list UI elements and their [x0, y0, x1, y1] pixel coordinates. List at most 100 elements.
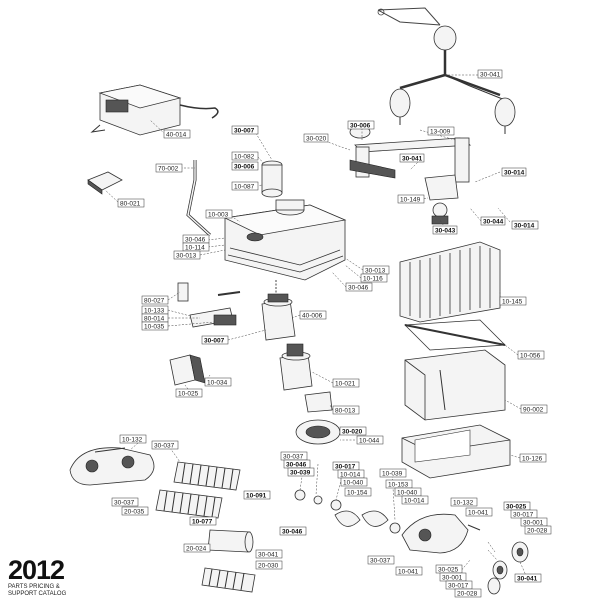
svg-text:10-126: 10-126 — [522, 456, 543, 463]
callout-30-006-b: 30-006 — [231, 161, 259, 171]
callout-10-077: 10-077 — [189, 516, 217, 526]
svg-text:10-087: 10-087 — [234, 184, 255, 191]
callout-30-039-a: 30-039 — [287, 467, 315, 477]
callout-30-041-b: 30-041 — [399, 153, 425, 163]
svg-text:30-044: 30-044 — [483, 219, 504, 226]
brush-roller-3 — [201, 567, 256, 593]
svg-text:10-132: 10-132 — [122, 437, 143, 444]
callout-30-013-b: 30-013 — [362, 265, 390, 275]
callout-30-020-a: 30-020 — [303, 133, 329, 143]
callout-30-046-c: 30-046 — [283, 459, 311, 469]
callout-30-041-caddy: 30-041 — [477, 69, 503, 79]
callout-30-017-c: 30-017 — [445, 580, 473, 590]
callout-30-041-d: 30-041 — [255, 549, 283, 559]
pump-motor — [261, 280, 296, 341]
callout-10-025: 10-025 — [175, 388, 203, 398]
callout-20-035: 20-035 — [121, 506, 149, 516]
svg-text:10-044: 10-044 — [359, 438, 380, 445]
callout-30-037-b: 30-037 — [280, 451, 308, 461]
svg-text:30-007: 30-007 — [204, 338, 225, 345]
callout-30-041-c: 30-041 — [514, 573, 542, 583]
svg-text:80-027: 80-027 — [144, 298, 165, 305]
callout-30-014-a: 30-014 — [501, 167, 527, 177]
svg-text:80-021: 80-021 — [120, 201, 141, 208]
svg-text:10-040: 10-040 — [397, 490, 418, 497]
callout-10-041-a: 10-041 — [465, 507, 493, 517]
remote-part — [87, 171, 123, 195]
callout-30-037-d: 30-037 — [367, 555, 395, 565]
callout-30-001-b: 30-001 — [439, 572, 467, 582]
callout-40-006: 40-006 — [299, 310, 327, 320]
svg-text:10-153: 10-153 — [388, 482, 409, 489]
callout-10-040-a: 10-040 — [340, 477, 368, 487]
svg-text:30-001: 30-001 — [523, 520, 544, 527]
svg-text:30-014: 30-014 — [514, 223, 535, 230]
svg-text:30-037: 30-037 — [154, 443, 175, 450]
svg-text:30-017: 30-017 — [448, 583, 469, 590]
svg-text:30-017: 30-017 — [513, 512, 534, 519]
svg-text:30-039: 30-039 — [290, 470, 311, 477]
svg-text:10-114: 10-114 — [185, 245, 205, 252]
svg-text:10-041: 10-041 — [468, 510, 489, 517]
svg-text:10-082: 10-082 — [234, 154, 255, 161]
handle-rod — [186, 160, 212, 237]
callout-10-133: 10-133 — [141, 305, 169, 315]
filter-cage — [399, 241, 501, 323]
callout-10-014-b: 10-014 — [401, 495, 429, 505]
callout-10-040-b: 10-040 — [394, 487, 422, 497]
callout-10-014-a: 10-014 — [337, 469, 365, 479]
svg-text:30-007: 30-007 — [234, 128, 255, 135]
catalog-subtitle-line1: PARTS PRICING & — [8, 584, 60, 590]
svg-text:20-035: 20-035 — [124, 509, 145, 516]
callout-20-024: 20-024 — [183, 543, 211, 553]
svg-text:10-116: 10-116 — [363, 276, 383, 283]
svg-text:30-046: 30-046 — [185, 237, 206, 244]
svg-text:10-014: 10-014 — [340, 472, 361, 479]
callout-30-006-a: 30-006 — [347, 120, 375, 130]
svg-text:30-041: 30-041 — [517, 576, 538, 583]
callout-30-007-a: 30-007 — [231, 125, 259, 135]
brush-roller-2 — [155, 489, 223, 519]
svg-text:10-040: 10-040 — [343, 480, 364, 487]
callout-20-028-b: 20-028 — [454, 588, 482, 598]
callout-10-034: 10-034 — [204, 377, 232, 387]
callout-10-132-b: 10-132 — [450, 497, 478, 507]
drive-gears — [294, 489, 401, 534]
callout-30-001-a: 30-001 — [520, 517, 548, 527]
caddy-handle — [377, 7, 516, 134]
callout-10-153: 10-153 — [385, 479, 413, 489]
callout-10-041-b: 10-041 — [395, 566, 423, 576]
svg-text:10-133: 10-133 — [144, 308, 165, 315]
callout-30-037-a: 30-037 — [151, 440, 179, 450]
svg-text:10-077: 10-077 — [192, 519, 213, 526]
svg-text:40-014: 40-014 — [166, 132, 187, 139]
svg-text:30-041: 30-041 — [258, 552, 279, 559]
filter-bag — [404, 349, 506, 421]
filter-top — [261, 160, 283, 198]
callout-10-039: 10-039 — [379, 468, 407, 478]
callout-10-154: 10-154 — [344, 487, 372, 497]
svg-text:10-014: 10-014 — [404, 498, 425, 505]
callout-30-020-b: 30-020 — [339, 426, 367, 436]
callout-10-126: 10-126 — [519, 453, 547, 463]
svg-text:30-006: 30-006 — [234, 164, 255, 171]
svg-text:30-013: 30-013 — [176, 253, 197, 260]
svg-text:10-091: 10-091 — [246, 493, 267, 500]
callout-30-025-a: 30-025 — [503, 501, 531, 511]
callout-80-013: 80-013 — [332, 405, 360, 415]
svg-text:30-014: 30-014 — [504, 170, 525, 177]
svg-text:80-013: 80-013 — [335, 408, 356, 415]
small-parts-left — [177, 282, 241, 328]
callout-10-021: 10-021 — [332, 378, 360, 388]
control-box — [169, 354, 206, 386]
drive-motor — [279, 343, 313, 391]
svg-text:10-132: 10-132 — [453, 500, 474, 507]
callout-10-116: 10-116 — [360, 273, 388, 283]
callout-30-013-a: 30-013 — [173, 250, 201, 260]
svg-text:30-046: 30-046 — [348, 285, 369, 292]
svg-text:70-002: 70-002 — [158, 166, 179, 173]
callout-30-017-b: 30-017 — [510, 509, 538, 519]
svg-text:30-020: 30-020 — [306, 136, 327, 143]
callout-10-114: 10-114 — [182, 242, 210, 252]
